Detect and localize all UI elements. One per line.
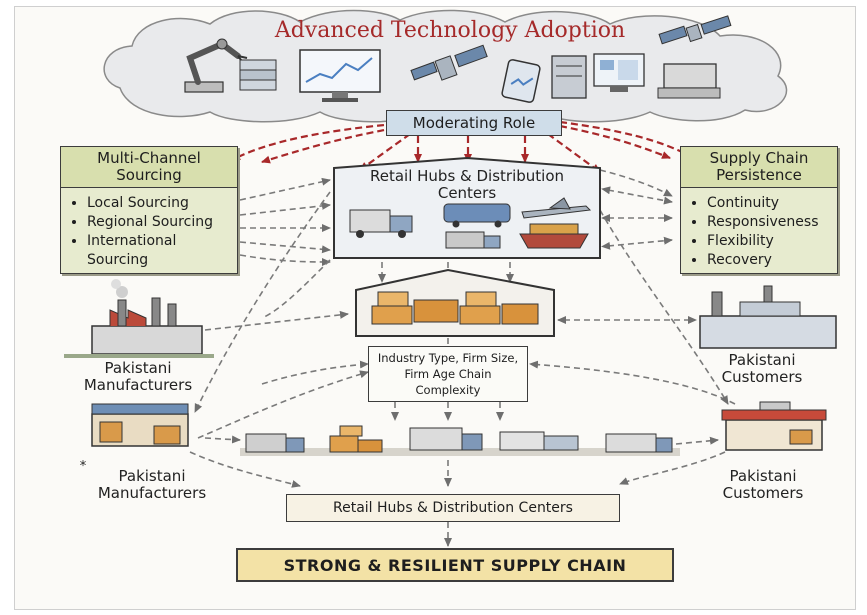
outcome-banner: STRONG & RESILIENT SUPPLY CHAIN — [236, 548, 674, 582]
road-trucks — [240, 425, 680, 456]
server-icon — [239, 59, 277, 91]
list-item: Flexibility — [707, 232, 837, 251]
list-item: Recovery — [707, 251, 837, 270]
ship-icon — [519, 223, 589, 249]
satellite-small-icon — [658, 15, 732, 45]
sourcing-list: Local Sourcing Regional Sourcing Interna… — [61, 194, 237, 270]
flow-arrows — [189, 169, 736, 547]
moderating-role-label: Moderating Role — [386, 110, 562, 136]
truck-icon-4 — [409, 427, 483, 451]
manufacturers-label-upper: Pakistani Manufacturers — [83, 359, 193, 395]
header-title: Advanced Technology Adoption — [274, 18, 626, 43]
computer-icon — [551, 53, 645, 99]
truck-icon-6 — [605, 433, 673, 453]
truck-icon-5 — [499, 431, 579, 451]
truck-icon — [349, 209, 413, 238]
factory-icon-right — [699, 285, 837, 349]
list-item: International Sourcing — [87, 232, 207, 270]
supply-chain-persistence-box: Supply Chain Persistence Continuity Resp… — [680, 146, 838, 274]
factory-icon — [64, 279, 214, 358]
bottom-retail-hub-label: Retail Hubs & Distribution Centers — [286, 494, 620, 522]
satellite-icon — [410, 44, 488, 81]
airplane-icon — [521, 197, 592, 219]
shop-icon — [91, 403, 189, 447]
tablet-icon — [501, 59, 541, 103]
persistence-list: Continuity Responsiveness Flexibility Re… — [681, 194, 837, 270]
boxes-icon-2 — [329, 425, 383, 453]
shop-icon-right — [721, 401, 827, 451]
customers-label-lower: Pakistani Customers — [722, 467, 804, 503]
truck-icon-2 — [445, 231, 501, 249]
customers-label-upper: Pakistani Customers — [721, 351, 803, 387]
van-icon — [443, 203, 511, 228]
multi-channel-sourcing-title: Multi-Channel Sourcing — [61, 147, 237, 188]
list-item: Regional Sourcing — [87, 213, 237, 232]
factors-box: Industry Type, Firm Size, Firm Age Chain… — [368, 346, 528, 402]
printer-icon — [657, 63, 721, 99]
moderating-arrows — [231, 120, 691, 173]
manufacturers-marker: * — [79, 459, 87, 474]
warehouse-boxes — [355, 268, 555, 337]
list-item: Responsiveness — [707, 213, 837, 232]
monitor-chart-icon — [299, 49, 381, 102]
manufacturers-label-lower: Pakistani Manufacturers — [97, 467, 207, 503]
center-hub-title: Retail Hubs & Distribution Centers — [369, 167, 565, 203]
list-item: Continuity — [707, 194, 837, 213]
multi-channel-sourcing-box: Multi-Channel Sourcing Local Sourcing Re… — [60, 146, 238, 274]
truck-icon-3 — [245, 433, 305, 453]
boxes-icon — [371, 291, 539, 325]
list-item: Local Sourcing — [87, 194, 237, 213]
supply-chain-persistence-title: Supply Chain Persistence — [681, 147, 837, 188]
